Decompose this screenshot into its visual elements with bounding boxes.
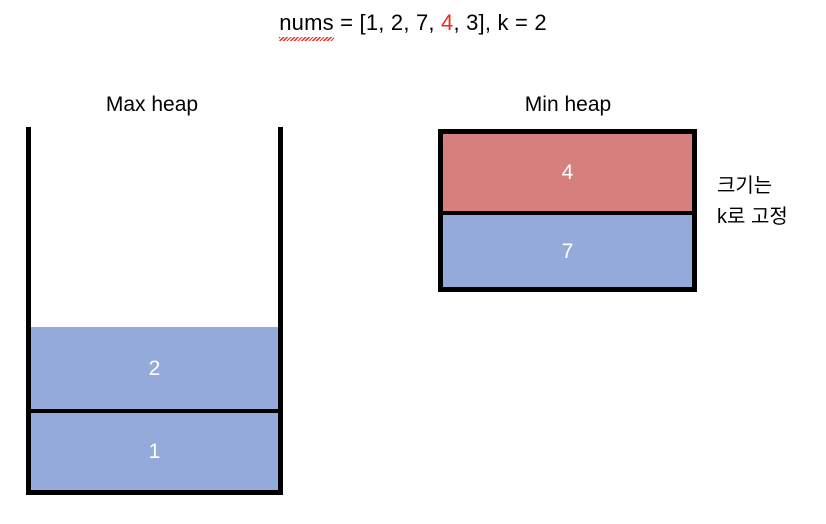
min-heap-cell: 4 — [443, 134, 692, 211]
nums-variable: nums — [279, 9, 334, 41]
max-heap-container: 2 1 — [26, 127, 283, 495]
annotation-line-2: k로 고정 — [717, 206, 788, 228]
min-heap-container: 4 7 — [438, 129, 697, 292]
min-heap-cell: 7 — [443, 211, 692, 287]
size-annotation: 크기는 k로 고정 — [717, 171, 825, 233]
values-before-highlight: 1, 2, 7, — [365, 10, 442, 35]
annotation-line-1: 크기는 — [717, 175, 773, 197]
highlighted-value: 4 — [441, 10, 454, 35]
max-heap-caption: Max heap — [105, 93, 199, 116]
min-heap-caption: Min heap — [524, 93, 612, 116]
k-value: k = 2 — [497, 10, 547, 35]
values-after-highlight: , 3], — [453, 10, 498, 35]
max-heap-cell: 1 — [31, 409, 278, 490]
equals-bracket: = [ — [333, 10, 366, 35]
expression-line: nums = [1, 2, 7, 4, 3], k = 2 — [0, 9, 826, 41]
max-heap-cell: 2 — [31, 327, 278, 409]
max-heap-empty-space — [31, 127, 278, 327]
